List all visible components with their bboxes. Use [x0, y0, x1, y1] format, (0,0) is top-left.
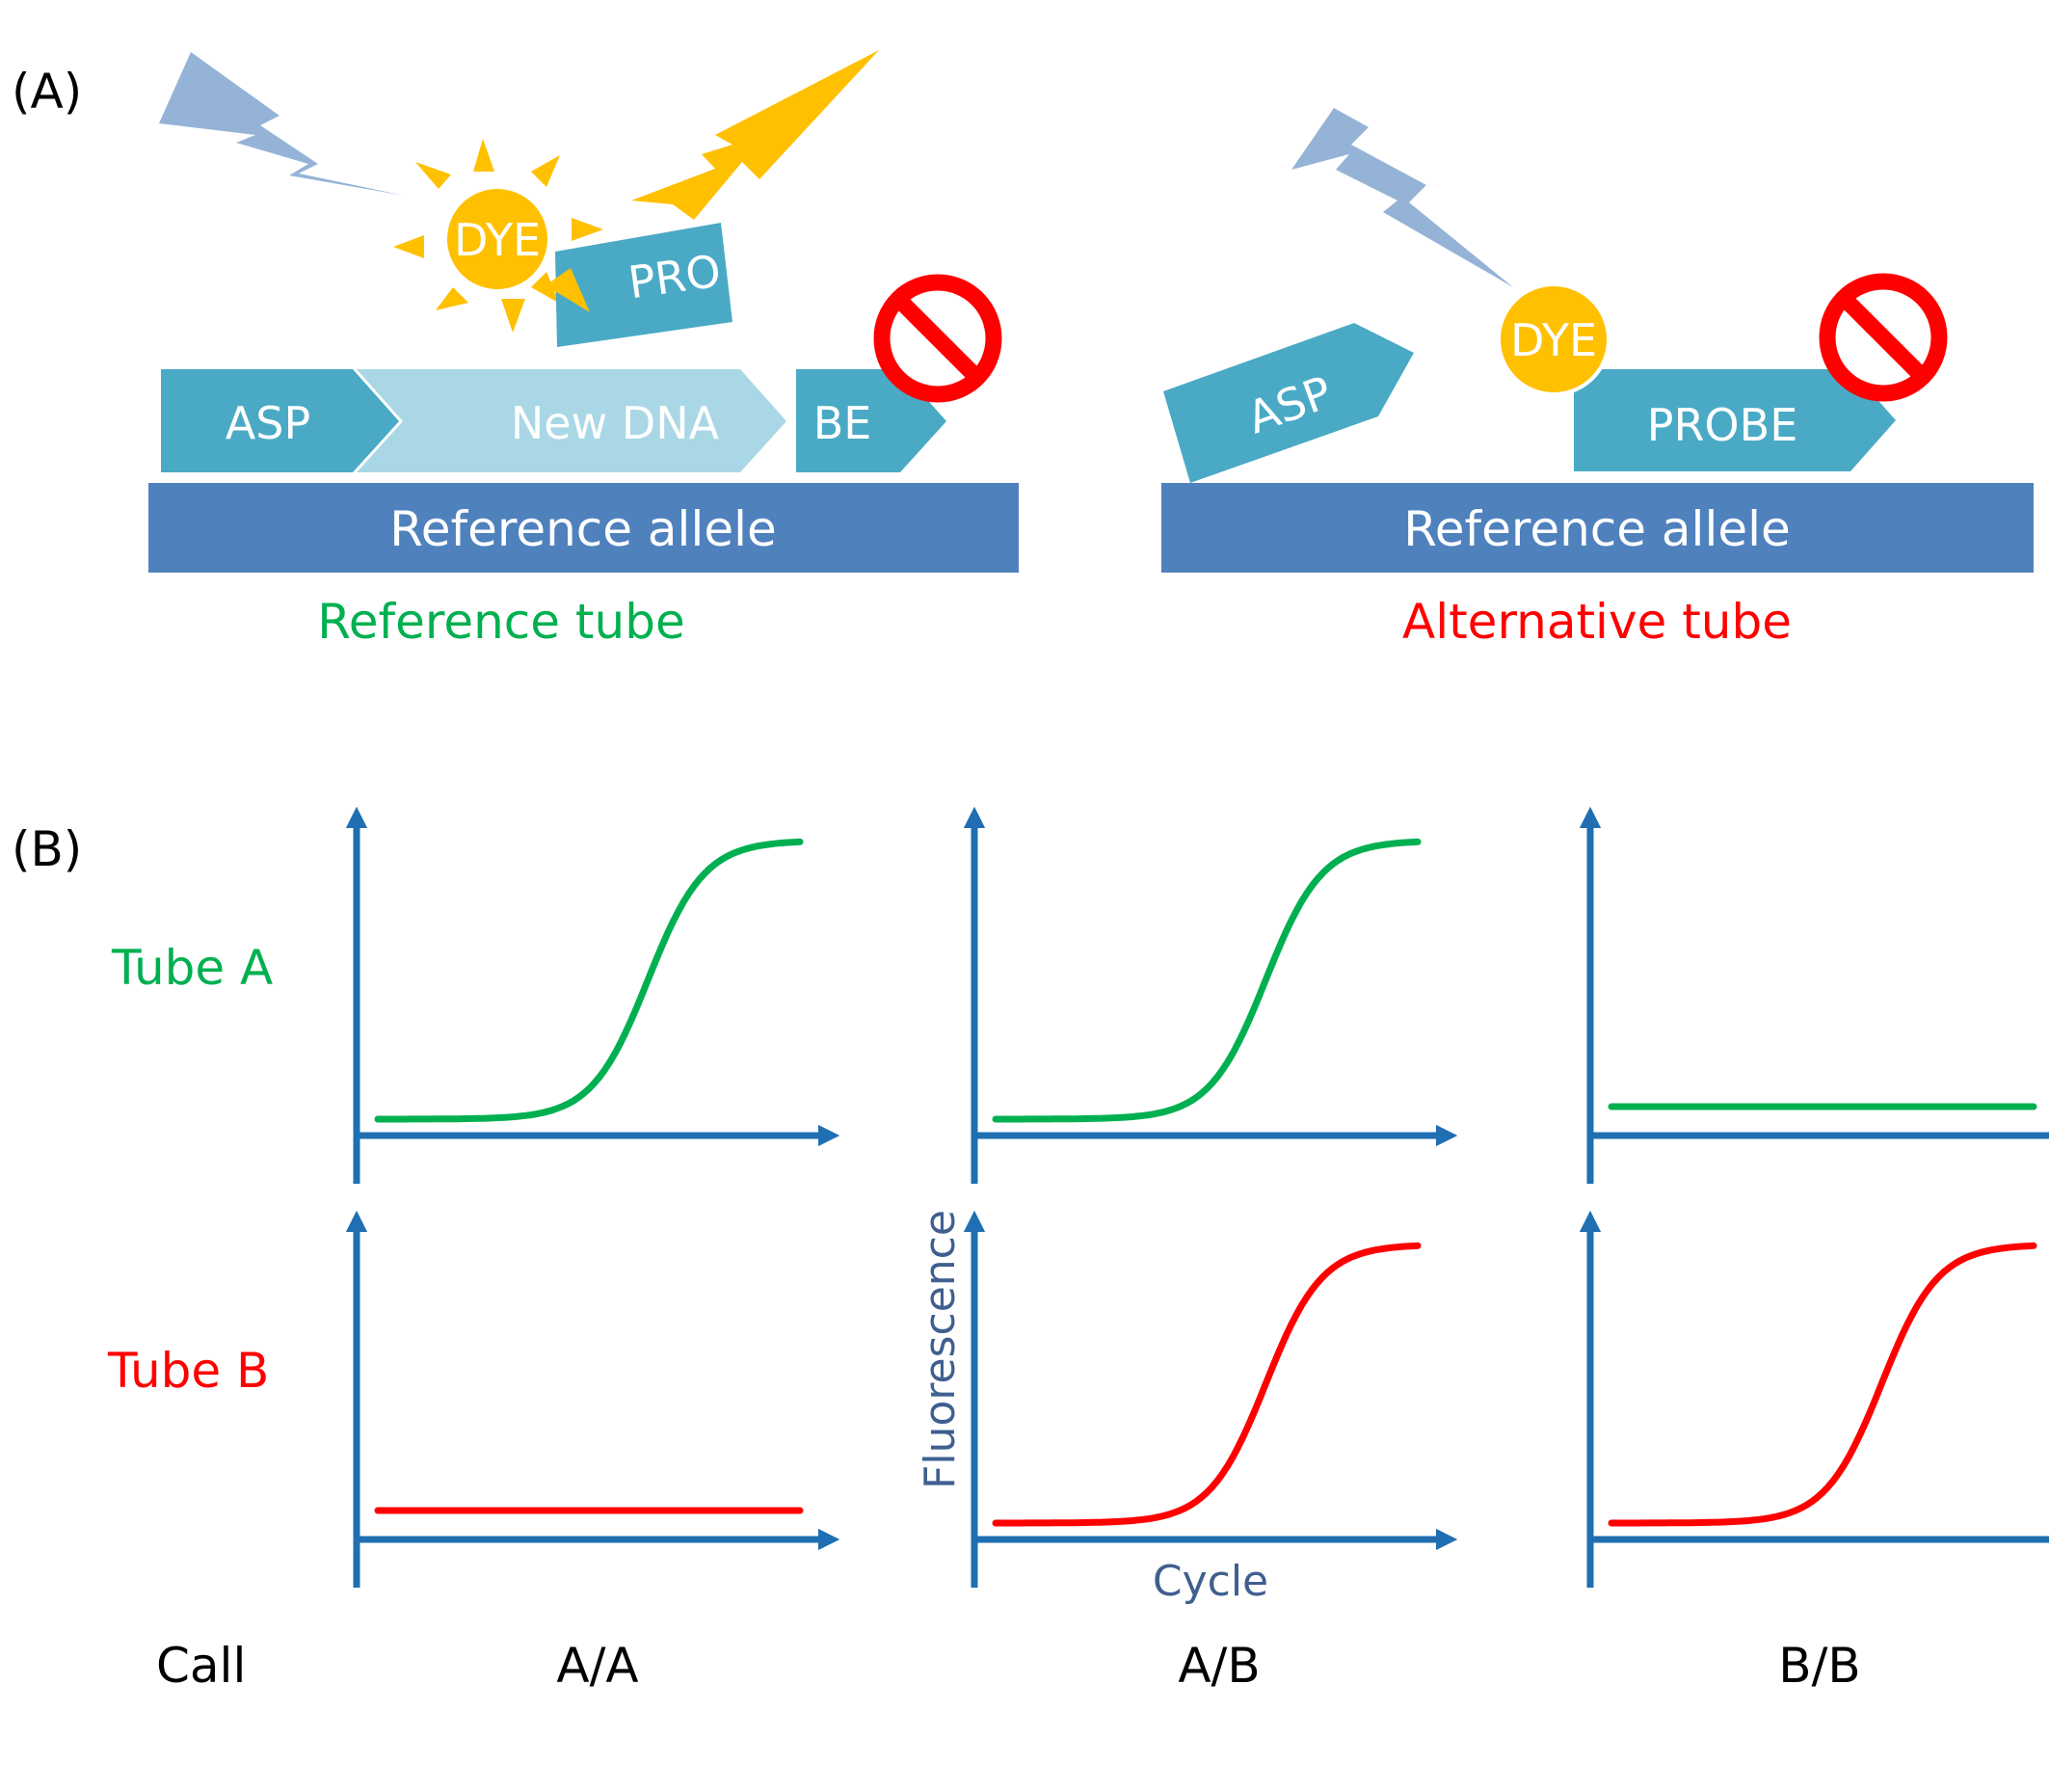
- no-entry-icon: [873, 274, 1002, 403]
- x-axis-label: Cycle: [1153, 1557, 1268, 1606]
- curve-tube-b-ab: [992, 1242, 1422, 1527]
- asp-primer: [161, 369, 399, 472]
- probe-cut-tip: [546, 268, 590, 312]
- probe-block: [1574, 369, 1896, 471]
- probe-label: PROBE: [1647, 399, 1798, 451]
- excitation-bolt-icon: [159, 52, 405, 196]
- reference-allele-bar: [148, 483, 1019, 573]
- asp-label: ASP: [226, 397, 310, 449]
- excitation-bolt-icon-alt: [1291, 108, 1513, 287]
- alternative-tube-diagram: ASP PROBE DYE Reference allele Alternati…: [1161, 108, 2034, 650]
- no-entry-icon-alt: [1819, 273, 1948, 402]
- new-dna-label: New DNA: [511, 397, 720, 449]
- call-label-ab: A/B: [1178, 1638, 1260, 1694]
- asp-primer-tilted: [1163, 323, 1414, 483]
- alternative-allele-label: Reference allele: [1403, 501, 1791, 557]
- reference-allele-label: Reference allele: [389, 501, 777, 557]
- curve-tube-a-ab: [992, 838, 1422, 1123]
- dye-label: DYE: [454, 214, 541, 266]
- alternative-tube-caption: Alternative tube: [1402, 594, 1792, 650]
- reference-tube-caption: Reference tube: [317, 594, 684, 650]
- probe-fragment: [555, 223, 732, 347]
- panel-b-label: (B): [12, 821, 82, 877]
- cleaved-probe: PRO: [546, 223, 732, 347]
- alternative-allele-bar: [1161, 483, 2034, 573]
- y-axis-label: Fluorescence: [916, 1210, 965, 1489]
- amplification-plots: [345, 806, 2049, 1588]
- curve-tube-a-aa: [374, 838, 804, 1123]
- call-label-aa: A/A: [556, 1638, 638, 1694]
- call-label-bb: B/B: [1778, 1638, 1860, 1694]
- row-label-tube-b: Tube B: [107, 1343, 269, 1399]
- curve-tube-b-bb: [1608, 1242, 2037, 1527]
- dye-alt-label: DYE: [1510, 314, 1597, 366]
- row-label-tube-a: Tube A: [111, 940, 273, 996]
- emission-bolt-icon: [631, 50, 879, 220]
- dye-circle-alt: [1497, 282, 1610, 396]
- reference-tube-diagram: DYE PRO ASP New DNA BE Reference allele …: [148, 50, 1019, 650]
- panel-a-label: (A): [12, 64, 82, 120]
- probe-fragment-label: PRO: [625, 245, 725, 309]
- dye-sun-icon: DYE: [393, 139, 603, 333]
- call-row-label: Call: [156, 1638, 246, 1694]
- dye-circle: [447, 189, 547, 289]
- new-dna-strand: [357, 369, 786, 472]
- be-label: BE: [813, 397, 872, 449]
